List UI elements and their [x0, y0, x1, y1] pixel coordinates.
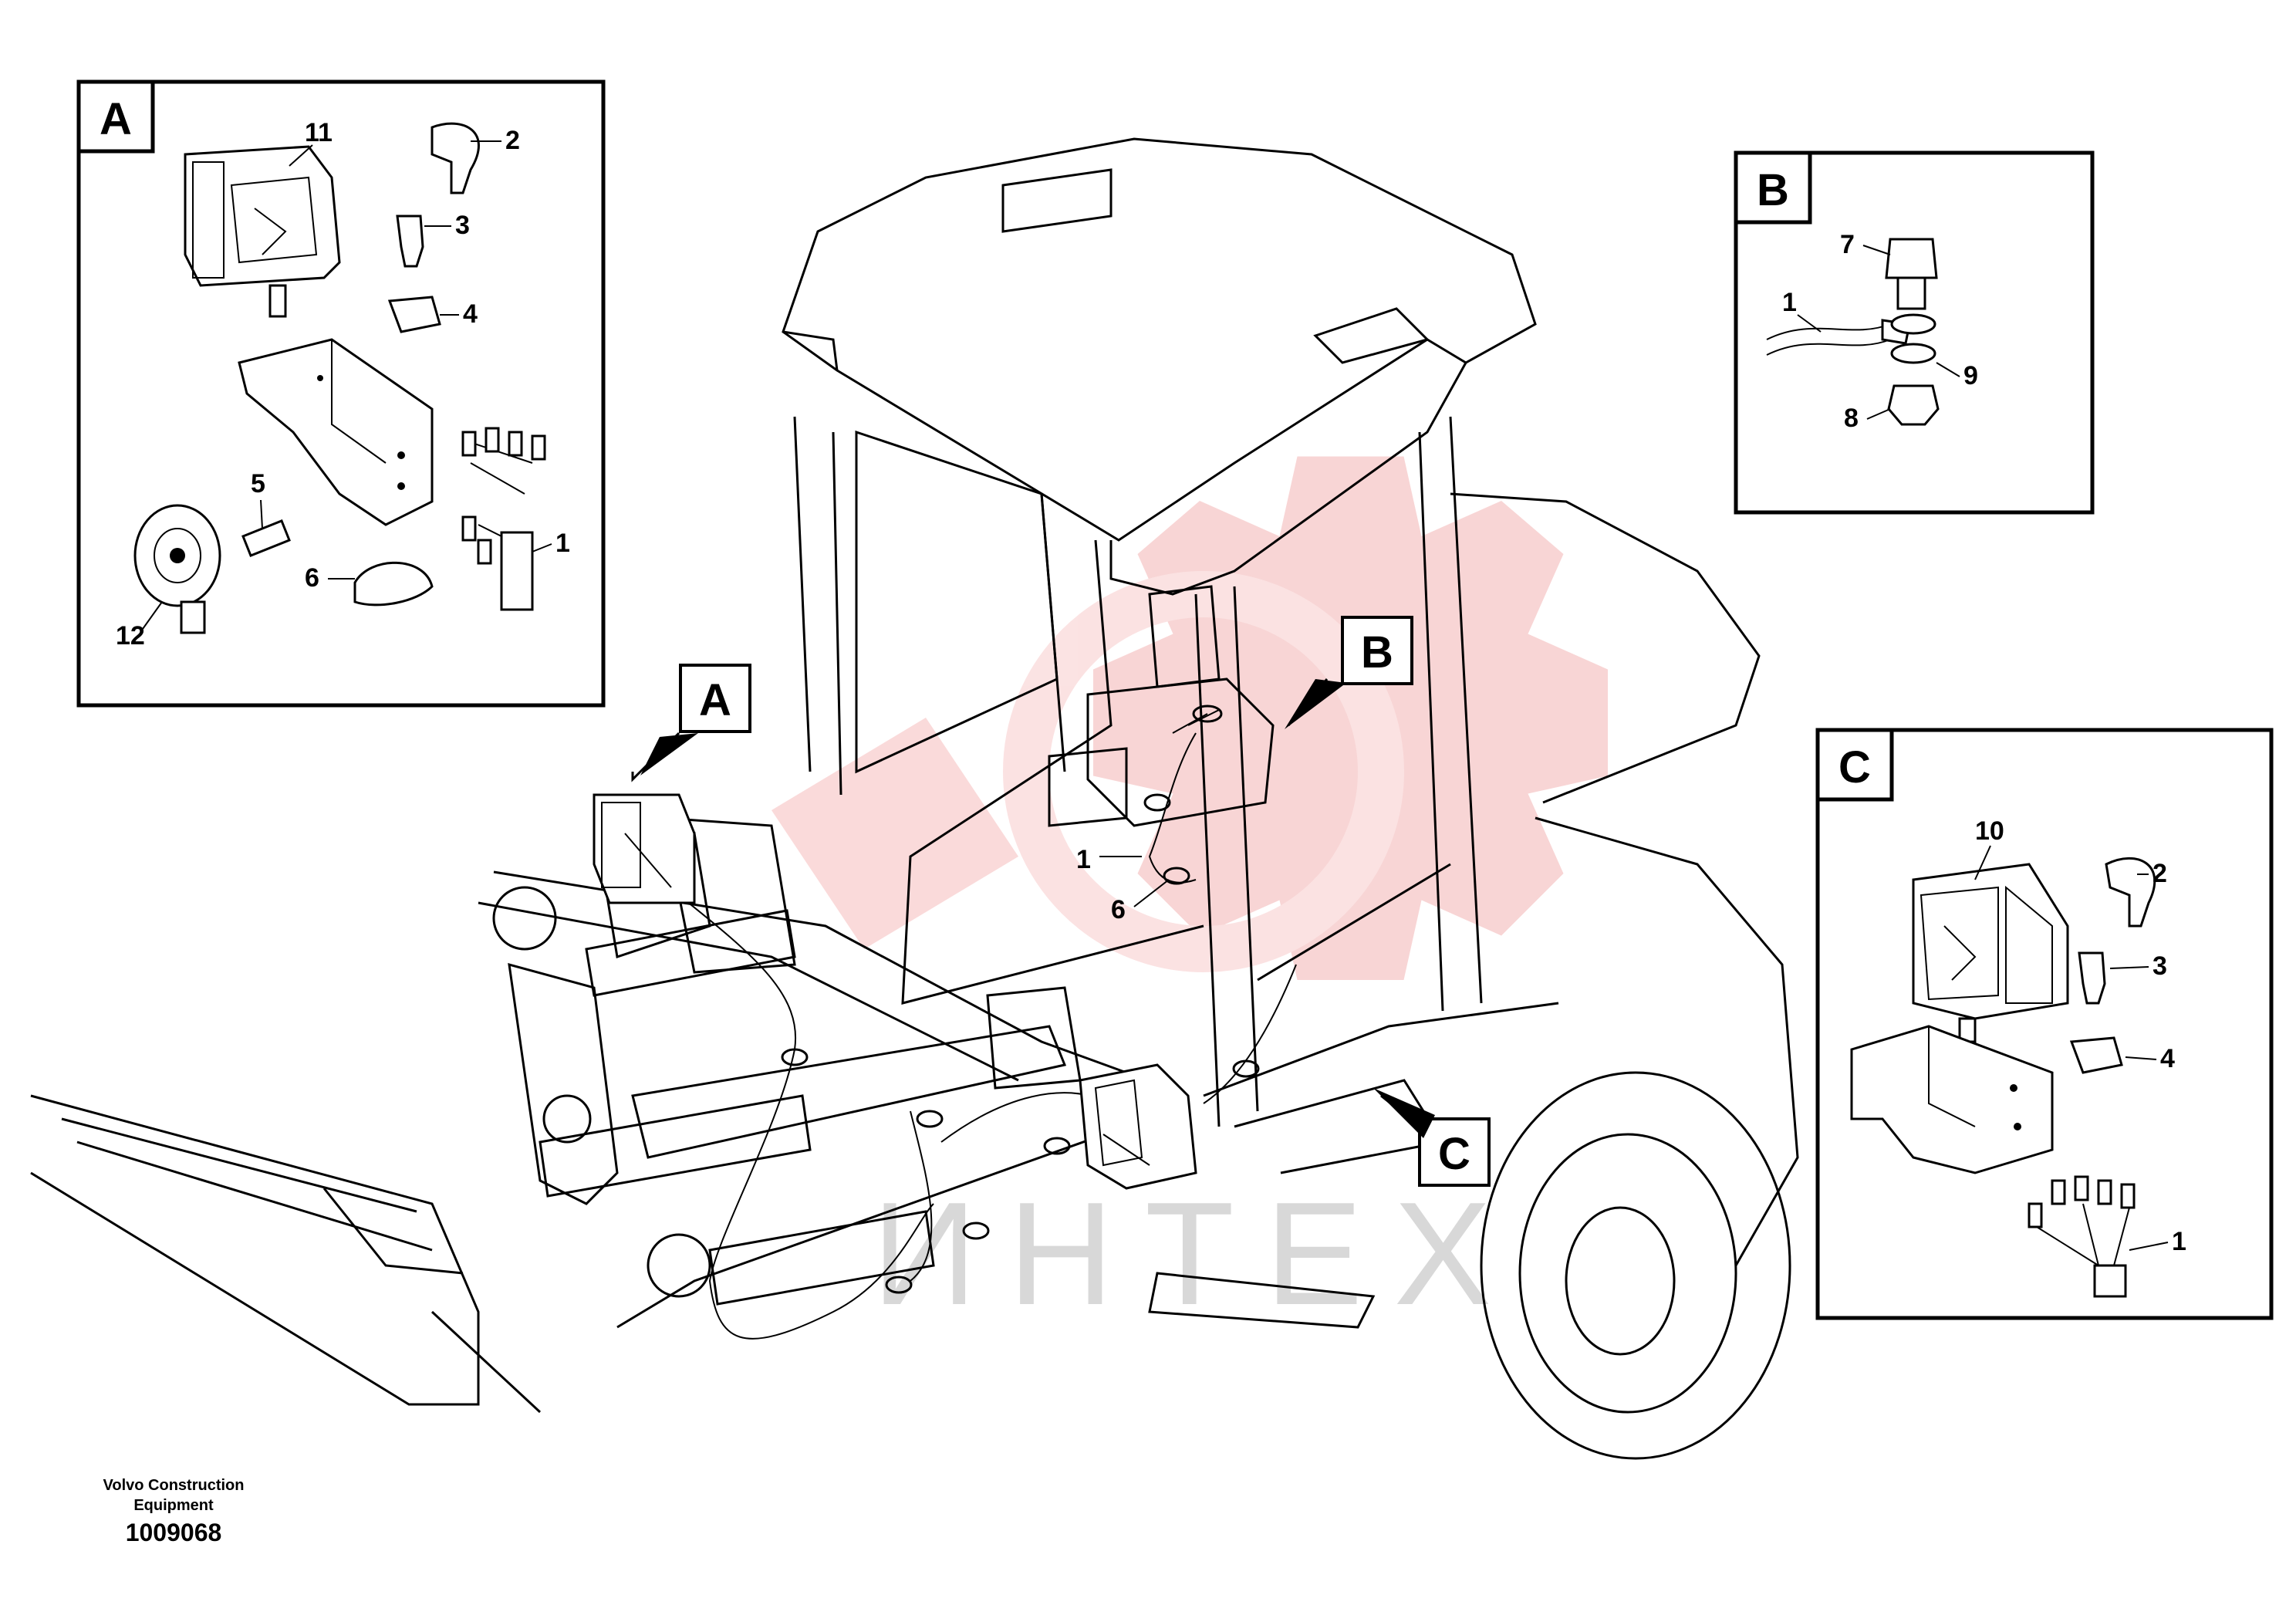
detail-a-panel: A 11 2 3 4: [76, 79, 606, 708]
terminal-part-5: [241, 519, 291, 557]
horn-part-12: [133, 504, 221, 634]
connector-part-4: [387, 296, 441, 333]
mounting-bracket-c: [1850, 1025, 2054, 1174]
main-label-c: C: [1373, 1088, 1491, 1187]
mounting-bracket: [238, 338, 434, 526]
footer-company-line2: Equipment: [133, 1497, 214, 1514]
lamp-part-11: [184, 145, 341, 318]
watermark-text: ИНТЕХ: [872, 1172, 1522, 1336]
main-callout-6: 6: [1111, 895, 1126, 924]
lamp-part-10: [1912, 863, 2069, 1043]
main-callout-1: 1: [1076, 845, 1091, 874]
detail-c-callout-1: 1: [2172, 1227, 2186, 1256]
svg-text:B: B: [1361, 627, 1393, 678]
terminal-part-3c: [2078, 951, 2106, 1005]
detail-a-callout-2: 2: [505, 126, 520, 155]
bolt-part-7: [1885, 238, 1938, 310]
main-label-a: A: [631, 664, 751, 782]
footer-company-line1: Volvo Construction: [103, 1477, 245, 1494]
watermark-gear-icon: [772, 456, 1608, 980]
detail-a-callout-6: 6: [305, 563, 319, 593]
detail-c-callout-3: 3: [2152, 951, 2167, 981]
connector-part-4c: [2069, 1036, 2123, 1074]
main-label-b: B: [1285, 616, 1413, 729]
detail-c-letter: C: [1838, 742, 1871, 792]
detail-a-callout-12: 12: [116, 621, 145, 650]
work-lamp-front-left: [593, 793, 696, 904]
work-lamp-front-right: [1079, 1063, 1197, 1190]
detail-a-callout-5: 5: [251, 469, 265, 498]
detail-c-callout-4: 4: [2160, 1044, 2175, 1073]
detail-c-panel: C 10 2 3 4: [1815, 728, 2274, 1320]
detail-c-callout-2: 2: [2152, 859, 2167, 888]
terminal-part-3: [396, 215, 424, 268]
document-number: 1009068: [125, 1519, 222, 1546]
detail-b-letter: B: [1757, 165, 1789, 215]
wire-harness-part-1c: [2028, 1175, 2136, 1298]
detail-a-callout-1: 1: [555, 529, 570, 558]
ground-cable-part-1: [1766, 323, 1891, 340]
svg-text:C: C: [1438, 1129, 1470, 1179]
detail-a-callout-4: 4: [463, 299, 478, 329]
detail-b-panel: B 7 1 9 8: [1734, 150, 2095, 515]
washer-part-9: [1890, 343, 1936, 364]
detail-a-callout-11: 11: [305, 118, 333, 147]
clamp-part-6: [353, 561, 434, 607]
detail-b-callout-9: 9: [1963, 361, 1978, 390]
detail-b-callout-7: 7: [1840, 230, 1855, 259]
nut-part-8: [1887, 384, 1940, 426]
detail-a-letter: A: [100, 94, 132, 144]
detail-c-callout-10: 10: [1975, 816, 2004, 846]
detail-b-callout-1: 1: [1782, 288, 1797, 317]
wire-harness-part-1: [461, 427, 546, 611]
boot-part-2c: [2105, 857, 2156, 928]
svg-text:A: A: [699, 675, 731, 725]
detail-a-callout-3: 3: [455, 211, 470, 240]
detail-b-callout-8: 8: [1844, 404, 1859, 433]
